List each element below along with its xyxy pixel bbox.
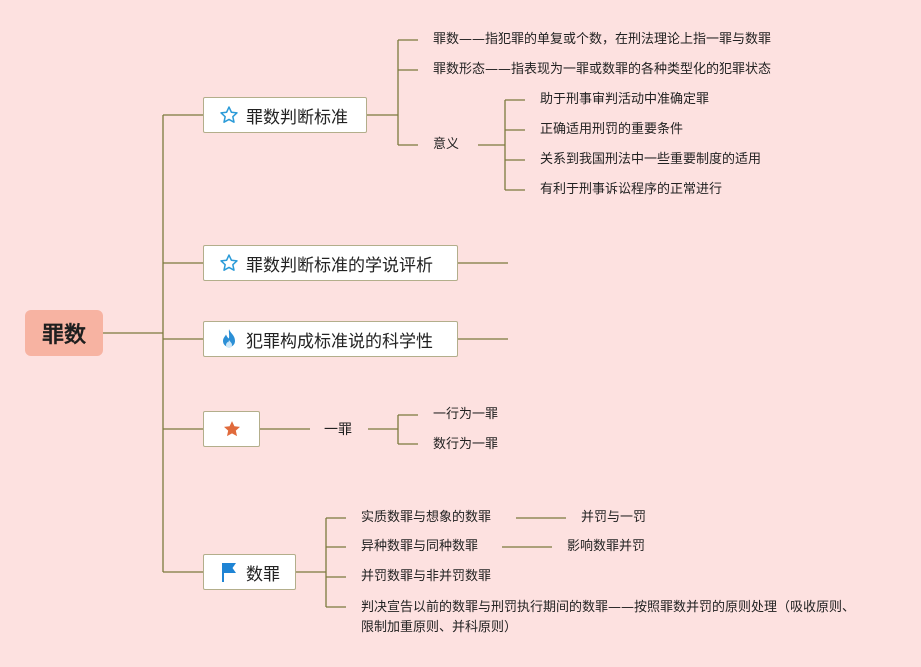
- branch-label: 罪数判断标准: [246, 107, 348, 128]
- leaf-form[interactable]: 罪数形态——指表现为一罪或数罪的各种类型化的犯罪状态: [433, 62, 772, 77]
- leaf-significance-3[interactable]: 关系到我国刑法中一些重要制度的适用: [540, 152, 762, 167]
- branch-criteria[interactable]: 罪数判断标准: [203, 97, 367, 133]
- branch-theory-review[interactable]: 罪数判断标准的学说评析: [203, 245, 458, 281]
- leaf-significance-2[interactable]: 正确适用刑罚的重要条件: [540, 122, 684, 137]
- leaf-combined-vs-noncombined[interactable]: 并罚数罪与非并罚数罪: [361, 569, 492, 584]
- leaf-significance-4[interactable]: 有利于刑事诉讼程序的正常进行: [540, 182, 723, 197]
- flame-icon: [218, 328, 240, 350]
- leaf-heterogeneous-vs-homogeneous[interactable]: 异种数罪与同种数罪: [361, 539, 479, 554]
- leaf-significance-1[interactable]: 助于刑事审判活动中准确定罪: [540, 92, 710, 107]
- flag-icon: [218, 561, 240, 583]
- branch-label: 数罪: [246, 564, 280, 585]
- leaf-definition[interactable]: 罪数——指犯罪的单复或个数，在刑法理论上指一罪与数罪: [433, 32, 772, 47]
- leaf-significance[interactable]: 意义: [433, 137, 460, 152]
- branch-scientific-basis[interactable]: 犯罪构成标准说的科学性: [203, 321, 458, 357]
- branch-starred[interactable]: [203, 411, 260, 447]
- star-outline-icon: [218, 104, 240, 126]
- leaf-real-vs-imaginary[interactable]: 实质数罪与想象的数罪: [361, 510, 492, 525]
- leaf-single-crime[interactable]: 一罪: [324, 422, 352, 438]
- branch-multiple-crimes[interactable]: 数罪: [203, 554, 296, 590]
- leaf-affects-combined-punishment[interactable]: 影响数罪并罚: [567, 539, 646, 554]
- branch-label: 罪数判断标准的学说评析: [246, 255, 433, 276]
- star-outline-icon: [218, 252, 240, 274]
- branch-label: 犯罪构成标准说的科学性: [246, 331, 433, 352]
- root-topic[interactable]: 罪数: [25, 310, 103, 356]
- leaf-combined-vs-single-punish[interactable]: 并罚与一罚: [581, 510, 647, 525]
- star-filled-icon: [221, 418, 243, 440]
- leaf-one-act-one-crime[interactable]: 一行为一罪: [433, 407, 499, 422]
- leaf-pre-post-judgment[interactable]: 判决宣告以前的数罪与刑罚执行期间的数罪——按照罪数并罚的原则处理（吸收原则、限制…: [361, 600, 856, 635]
- leaf-multi-act-one-crime[interactable]: 数行为一罪: [433, 437, 499, 452]
